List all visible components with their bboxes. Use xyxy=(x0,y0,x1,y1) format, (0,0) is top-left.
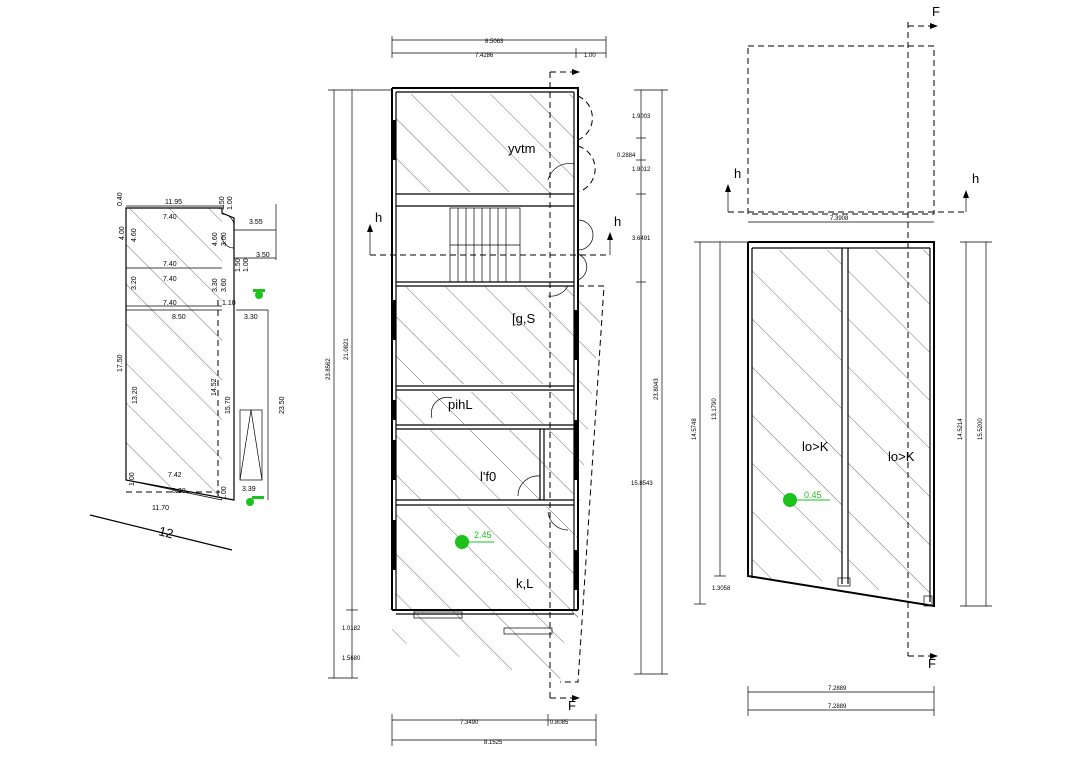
fp-room-label-1: yvtm xyxy=(508,141,535,156)
sp-room-label-1: lo>K xyxy=(802,439,829,454)
fp-top-dim-3: 1.00 xyxy=(584,53,596,59)
dim-3-60: 3.60 xyxy=(221,278,228,292)
site-north-line xyxy=(89,514,233,551)
dim-7-40-a: 7.40 xyxy=(163,214,177,221)
dim-3-20: 3.20 xyxy=(131,276,138,290)
fp-right-dim-2: 0.2884 xyxy=(617,153,636,159)
dim-1-50: 1.50 xyxy=(219,196,226,210)
site-level-marker-1 xyxy=(253,289,265,299)
dim-3-50: 3.50 xyxy=(256,252,270,259)
sp-h-left: h xyxy=(734,166,741,181)
dim-3-30-a: 3.30 xyxy=(212,278,219,292)
sp-top-f: F xyxy=(932,4,940,19)
fp-level-marker: 2.45 xyxy=(455,530,494,549)
dim-8-50: 8.50 xyxy=(172,314,186,321)
dim-3-55: 3.55 xyxy=(249,219,263,226)
fp-section-f: F xyxy=(568,698,576,713)
fp-left-dim-b2: 1.5680 xyxy=(342,656,361,662)
fp-bottom-dim-3: 8.1525 xyxy=(484,740,503,746)
fp-bottom-dim-2: 0.8085 xyxy=(550,720,569,726)
dim-1-00-d: 1.00 xyxy=(221,486,228,500)
fp-right-dim-4: 3.6491 xyxy=(632,236,651,242)
dim-4-60-a: 4.60 xyxy=(131,228,138,242)
dim-1-00-a: 1.00 xyxy=(227,196,234,210)
sp-right-dim-inner: 15.5200 xyxy=(978,418,984,440)
dim-11-70: 11.70 xyxy=(152,505,169,512)
fp-left-dim-outer: 23.8562 xyxy=(326,358,332,380)
sp-bottom-dim-1: 7.2889 xyxy=(828,686,847,692)
sp-left-dim-inner: 13.1790 xyxy=(712,398,718,420)
fp-section-h-right: h xyxy=(614,214,621,229)
fp-right-dim-outer: 23.8043 xyxy=(654,378,660,400)
fp-section-h-left: h xyxy=(375,210,382,225)
sp-right-dim-outer: 14.5214 xyxy=(958,418,964,440)
dim-8-30: 8.30 xyxy=(172,488,186,495)
fp-right-dim-1: 1.9003 xyxy=(632,114,651,120)
fp-left-dim-b1: 1.0182 xyxy=(342,626,361,632)
dim-4-00: 4.00 xyxy=(119,226,126,240)
dim-7-40-b: 7.40 xyxy=(163,261,177,268)
fp-top-dim-1: 8.5063 xyxy=(485,39,504,45)
dim-1-10: 1.10 xyxy=(222,300,236,307)
dim-0-40: 0.40 xyxy=(117,192,124,206)
dim-3-00-a: 3.00 xyxy=(221,232,228,246)
sp-level-marker: 0.45 xyxy=(783,490,830,507)
dim-23-50: 23.50 xyxy=(279,396,286,414)
sp-left-dim-outer: 14.5748 xyxy=(692,418,698,440)
fp-room-label-2: [g,S xyxy=(512,311,535,326)
sp-bottom-dim-2: 7.2889 xyxy=(828,704,847,710)
site-hatch-area xyxy=(126,208,222,498)
svg-text:0.45: 0.45 xyxy=(804,490,822,500)
site-plan: 0.40 11.95 1.50 1.00 7.40 3.55 4.00 4.60… xyxy=(89,192,286,551)
dim-3-39: 3.39 xyxy=(242,486,256,493)
dim-1-50-b: 1.50 xyxy=(235,258,242,272)
sp-outer-wall xyxy=(747,241,935,608)
fp-bottom-dim-1: 7.3490 xyxy=(460,720,479,726)
floor-plan: 8.5063 7.4286 1.00 23.8562 21.0821 1.018… xyxy=(326,36,668,746)
sp-top-width: 7.3908 xyxy=(830,216,849,222)
fp-right-dim-3: 1.9012 xyxy=(632,167,651,173)
svg-text:2.45: 2.45 xyxy=(474,530,492,540)
dim-7-42: 7.42 xyxy=(168,472,182,479)
dim-1-00-b: 1.00 xyxy=(243,258,250,272)
dim-15-70: 15.70 xyxy=(225,396,232,414)
dim-4-60-b: 4.60 xyxy=(212,232,219,246)
sp-room-label-2: lo>K xyxy=(888,449,915,464)
fp-top-dim-2: 7.4286 xyxy=(475,53,494,59)
fp-room-label-3: pihL xyxy=(448,397,473,412)
fp-room-label-4: l'f0 xyxy=(480,469,496,484)
dim-13-20: 13.20 xyxy=(132,386,139,404)
sp-left-dim-small: 1.3058 xyxy=(712,586,731,592)
dim-3-30-b: 3.30 xyxy=(244,314,258,321)
street-width-12: 12 xyxy=(157,523,175,541)
dim-11-95: 11.95 xyxy=(165,199,182,206)
fp-right-dim-5: 15.8543 xyxy=(631,481,653,487)
section-plan: F F h h 7.3908 14.5748 13.1790 1.3058 xyxy=(692,4,992,716)
fp-room-label-5: k,L xyxy=(516,576,533,591)
sp-bottom-f: F xyxy=(928,656,936,671)
dim-7-40-c: 7.40 xyxy=(163,276,177,283)
fp-stairs xyxy=(449,207,521,283)
dim-1-00-c: 1.00 xyxy=(129,472,136,486)
dim-17-50: 17.50 xyxy=(117,354,124,372)
sp-h-right: h xyxy=(972,171,979,186)
dim-7-40-d: 7.40 xyxy=(163,300,177,307)
dim-14-52: 14.52 xyxy=(211,378,218,396)
site-level-marker-2 xyxy=(246,496,264,506)
fp-left-dim-inner: 21.0821 xyxy=(344,338,350,360)
